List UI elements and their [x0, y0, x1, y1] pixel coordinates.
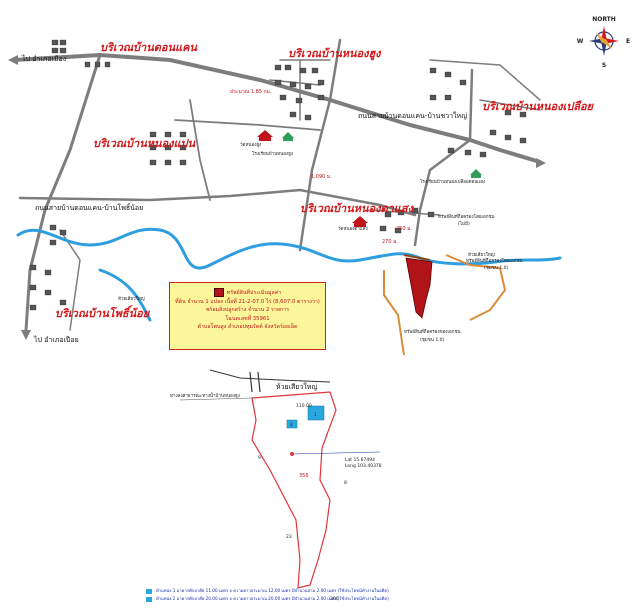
info-line3: พร้อมสิ่งปลูกสร้าง จำนวน 2 รายการ [206, 307, 289, 314]
compass-south: S [602, 62, 606, 69]
landmark-land-top: ทรัพย์สินที่ถือครองโดยเอกชน [438, 213, 495, 220]
landmark-temple2: วัดหนองตาแสง [338, 226, 368, 232]
legend-swatch-icon [146, 588, 152, 594]
legend-item: ตำแหน่ง 1 อาคารพักอาศัย 11.00 เมตร x ควา… [146, 587, 546, 595]
legend: ตำแหน่ง 1 อาคารพักอาศัย 11.00 เมตร x ควา… [146, 587, 546, 603]
landmark-land-mid: ทรัพย์สินที่ถือครองโดยเอกชน [466, 257, 523, 264]
compass-north: NORTH [592, 16, 616, 23]
plan-n2: 8 [344, 480, 347, 486]
plan-n7: 2 [290, 422, 293, 428]
arrow-down-icon [21, 330, 31, 340]
river-label-left: ห้วยเสียวใหญ่ [118, 296, 145, 302]
plan-coord-2: Long 103.40378 [345, 463, 382, 469]
plan-dim1: 110.00 [296, 403, 312, 409]
plan-n1: 9 [258, 455, 261, 461]
info-line2: ที่ดิน จำนวน 1 แปลง เนื้อที่ 21-2-07.0 ไ… [175, 298, 320, 305]
road-label-bottom-left: ไป อำเภอเปือย [33, 335, 79, 344]
temple-icon-2 [352, 216, 368, 227]
building-clusters [29, 39, 527, 311]
plan-n4: 356 [299, 473, 309, 479]
area-label-nongpluey: บริเวณบ้านหนองเปลือย [482, 100, 595, 113]
compass-west: W [577, 38, 584, 45]
distance-4: 250 ม. [396, 226, 412, 232]
legend-swatch-icon [146, 596, 152, 602]
plan-coord-1: Lat 15.67494 [345, 457, 375, 463]
road-label-donkaen: ถนนสายบ้านดอนแคน-บ้านชวาใหญ่ [358, 111, 467, 120]
temple-icon [257, 130, 273, 141]
school-icon [282, 132, 294, 141]
site-plan [179, 369, 381, 589]
plan-n6: 1 [314, 412, 317, 418]
info-line5: ตำบลโพนสูง อำเภอปทุมรัตต์ จังหวัดร้อยเอ็… [197, 324, 298, 331]
landmark-school1: โรงเรียนบ้านหนองฮูง [252, 150, 293, 157]
school-icon-2 [470, 169, 482, 178]
landmark-land-bottom2: (ชุมชน 1.0) [420, 337, 444, 343]
info-title-row: ทรัพย์สินที่ประเมินมูลค่า [170, 288, 325, 298]
compass-east: E [626, 38, 630, 45]
subject-plot [405, 257, 433, 319]
area-label-donkaen: บริเวณบ้านดอนแคน [100, 41, 197, 54]
landmark-land-bottom: ทรัพย์สินที่ถือครองของเอกชน [404, 328, 461, 335]
road-label-phonoi: ถนนสายบ้านดอนแคน-บ้านโพธิ์น้อย [35, 202, 143, 212]
compass-rose-icon [589, 26, 619, 56]
river-label-right: ห้วยเสียวใหญ่ [468, 252, 495, 258]
parcel-outline [383, 254, 507, 356]
area-label-phonoi: บริเวณบ้านโพธิ์น้อย [55, 305, 151, 320]
plan-river: ห้วยเสียวใหญ่ [276, 382, 317, 391]
landmark-temple1: วัดหนองฮูง [240, 142, 261, 148]
distance-1: ประมาณ 1.85 กม. [230, 89, 272, 95]
landmark-school2: โรงเรียนบ้านหนองเปลือยดอนแสง [420, 178, 485, 185]
arrow-left-icon [8, 55, 18, 65]
distance-2: 1,090 ม. [311, 174, 332, 180]
road-label-north-left: ไป อำเภอเมือง [21, 54, 66, 63]
roads [12, 38, 542, 332]
area-label-nongtasaeng: บริเวณบ้านหนองตาแสง [300, 202, 415, 215]
plan-n5: 306 [330, 596, 339, 602]
plan-road-label: ทางลงสาธารณะทางน้ำบ้านหนองฮูง [170, 392, 240, 399]
arrow-right-icon [536, 158, 546, 168]
landmark-land-top2: (ไม่มี) [458, 221, 470, 227]
landmark-land-mid2: (ชุมชน 1.0) [484, 265, 508, 271]
area-label-nonghung: บริเวณบ้านหนองฮูง [288, 47, 382, 61]
property-info-box: ทรัพย์สินที่ประเมินมูลค่า ที่ดิน จำนวน 1… [169, 282, 326, 350]
distance-3: 270 ม. [382, 239, 398, 245]
area-label-nongpaen: บริเวณบ้านหนองแปน [93, 137, 196, 150]
plot-swatch-icon [213, 288, 224, 297]
legend-item: ตำแหน่ง 2 อาคารพักอาศัย 20.00 เมตร x ควา… [146, 595, 546, 603]
info-line1: ทรัพย์สินที่ประเมินมูลค่า [226, 290, 282, 296]
info-line4: โฉนดเลขที่ 35961 [225, 315, 270, 322]
plan-n3: 23 [286, 534, 292, 540]
